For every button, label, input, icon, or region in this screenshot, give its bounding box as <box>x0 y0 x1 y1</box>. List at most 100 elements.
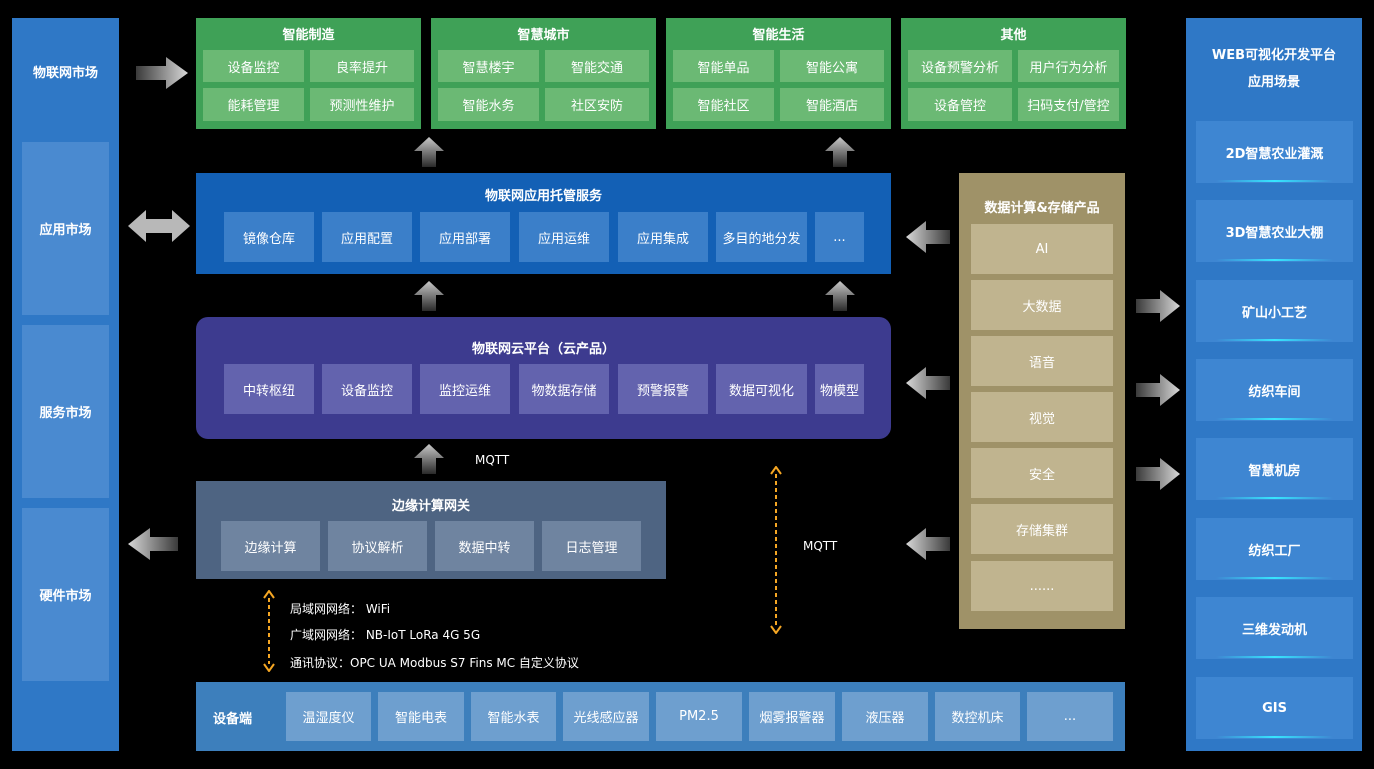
hosting-item: 多目的地分发 <box>716 212 807 262</box>
scenario-item: 矿山小工艺 <box>1196 280 1353 342</box>
device-item: 数控机床 <box>935 692 1020 741</box>
cloud-title: 物联网云平台（云产品） <box>471 342 615 357</box>
device-item: 智能水表 <box>471 692 556 741</box>
hosting-item: 应用运维 <box>519 212 609 262</box>
block-item: 良率提升 <box>310 50 414 82</box>
data-item: 大数据 <box>971 280 1113 330</box>
arrow-up-icon <box>414 137 444 167</box>
cloud-item: 物数据存储 <box>519 364 609 414</box>
block-title: 智能生活 <box>752 28 805 43</box>
cloud-item: 中转枢纽 <box>224 364 314 414</box>
arrow-left-icon <box>128 528 178 560</box>
block-item: 社区安防 <box>545 88 649 121</box>
edge-computing-gateway: 边缘计算网关 边缘计算 协议解析 数据中转 日志管理 <box>196 481 666 579</box>
arrow-right-icon <box>1136 374 1180 406</box>
arrow-right-icon <box>136 57 188 89</box>
mqtt-label: MQTT <box>803 539 838 553</box>
block-item: 设备预警分析 <box>908 50 1012 82</box>
edge-title: 边缘计算网关 <box>391 499 470 514</box>
edge-item: 协议解析 <box>328 521 427 571</box>
data-item: 安全 <box>971 448 1113 498</box>
iot-market-label: 物联网市场 <box>32 65 98 81</box>
cloud-item: 数据可视化 <box>716 364 807 414</box>
hosting-item: 应用配置 <box>322 212 412 262</box>
device-item: 液压器 <box>842 692 928 741</box>
mqtt-label: MQTT <box>475 453 510 467</box>
arrow-bidirectional-icon <box>128 210 190 242</box>
device-item: PM2.5 <box>656 692 742 741</box>
data-item: ...... <box>971 561 1113 611</box>
other-block: 其他 设备预警分析 用户行为分析 设备管控 扫码支付/管控 <box>901 18 1126 129</box>
arrow-up-icon <box>825 137 855 167</box>
devices-title: 设备端 <box>213 712 253 727</box>
edge-item: 日志管理 <box>542 521 641 571</box>
block-item: 设备监控 <box>203 50 304 82</box>
device-item: 温湿度仪 <box>286 692 371 741</box>
arrow-up-icon <box>414 281 444 311</box>
iot-cloud-platform: 物联网云平台（云产品） 中转枢纽 设备监控 监控运维 物数据存储 预警报警 数据… <box>196 317 891 439</box>
block-item: 智能水务 <box>438 88 539 121</box>
data-item: 视觉 <box>971 392 1113 442</box>
hosting-title: 物联网应用托管服务 <box>484 189 602 204</box>
scenario-item: GIS <box>1196 677 1353 739</box>
data-item: 语音 <box>971 336 1113 386</box>
scenario-item: 3D智慧农业大棚 <box>1196 200 1353 262</box>
edge-item: 数据中转 <box>435 521 534 571</box>
hosting-item: 镜像仓库 <box>224 212 314 262</box>
block-item: 智能社区 <box>673 88 774 121</box>
data-compute-storage-products: 数据计算&存储产品 AI 大数据 语音 视觉 安全 存储集群 ...... <box>959 173 1125 629</box>
dashed-bidirectional-arrow-icon <box>770 466 782 634</box>
lan-info: 局域网网络： WiFi <box>290 602 391 616</box>
block-title: 其他 <box>1000 28 1027 43</box>
cloud-item: 物模型 <box>815 364 864 414</box>
block-title: 智能制造 <box>282 28 335 43</box>
cloud-item: 预警报警 <box>618 364 708 414</box>
block-item: 设备管控 <box>908 88 1012 121</box>
data-item: AI <box>971 224 1113 274</box>
block-title: 智慧城市 <box>517 28 570 43</box>
block-item: 预测性维护 <box>310 88 414 121</box>
protocol-info: 通讯协议：OPC UA Modbus S7 Fins MC 自定义协议 <box>290 656 579 670</box>
device-item: 光线感应器 <box>563 692 649 741</box>
hardware-market-item: 硬件市场 <box>22 508 109 681</box>
block-item: 智能单品 <box>673 50 774 82</box>
hosting-item: 应用部署 <box>420 212 510 262</box>
service-market-item: 服务市场 <box>22 325 109 498</box>
scenario-item: 智慧机房 <box>1196 438 1353 500</box>
arrow-left-icon <box>906 221 950 253</box>
block-item: 扫码支付/管控 <box>1018 88 1119 121</box>
app-hosting-service: 物联网应用托管服务 镜像仓库 应用配置 应用部署 应用运维 应用集成 多目的地分… <box>196 173 891 274</box>
device-item: ... <box>1027 692 1113 741</box>
device-item: 烟雾报警器 <box>749 692 835 741</box>
scenario-item: 纺织工厂 <box>1196 518 1353 580</box>
app-market-item: 应用市场 <box>22 142 109 315</box>
block-item: 用户行为分析 <box>1018 50 1119 82</box>
smart-life-block: 智能生活 智能单品 智能公寓 智能社区 智能酒店 <box>666 18 891 129</box>
cloud-item: 监控运维 <box>420 364 510 414</box>
arrow-left-icon <box>906 528 950 560</box>
cloud-item: 设备监控 <box>322 364 412 414</box>
scenario-item: 三维发动机 <box>1196 597 1353 659</box>
data-title: 数据计算&存储产品 <box>984 201 1100 216</box>
arrow-up-icon <box>414 444 444 474</box>
hosting-item: ... <box>815 212 864 262</box>
scenario-item: 2D智慧农业灌溉 <box>1196 121 1353 183</box>
web-visualization-platform: WEB可视化开发平台 应用场景 2D智慧农业灌溉 3D智慧农业大棚 矿山小工艺 … <box>1186 18 1362 751</box>
wan-info: 广域网网络： NB-IoT LoRa 4G 5G <box>290 628 481 642</box>
scenario-item: 纺织车间 <box>1196 359 1353 421</box>
smart-manufacturing-block: 智能制造 设备监控 良率提升 能耗管理 预测性维护 <box>196 18 421 129</box>
left-market-column: 物联网市场 应用市场 服务市场 硬件市场 <box>12 18 119 751</box>
block-item: 智能酒店 <box>780 88 884 121</box>
data-item: 存储集群 <box>971 504 1113 554</box>
smart-city-block: 智慧城市 智慧楼宇 智能交通 智能水务 社区安防 <box>431 18 656 129</box>
block-item: 智能公寓 <box>780 50 884 82</box>
hosting-item: 应用集成 <box>618 212 708 262</box>
arrow-right-icon <box>1136 290 1180 322</box>
device-layer: 设备端 温湿度仪 智能电表 智能水表 光线感应器 PM2.5 烟雾报警器 液压器… <box>196 682 1125 751</box>
block-item: 能耗管理 <box>203 88 304 121</box>
block-item: 智慧楼宇 <box>438 50 539 82</box>
platform-subtitle: 应用场景 <box>1247 75 1300 90</box>
arrow-left-icon <box>906 367 950 399</box>
arrow-right-icon <box>1136 458 1180 490</box>
platform-title: WEB可视化开发平台 <box>1211 48 1337 63</box>
